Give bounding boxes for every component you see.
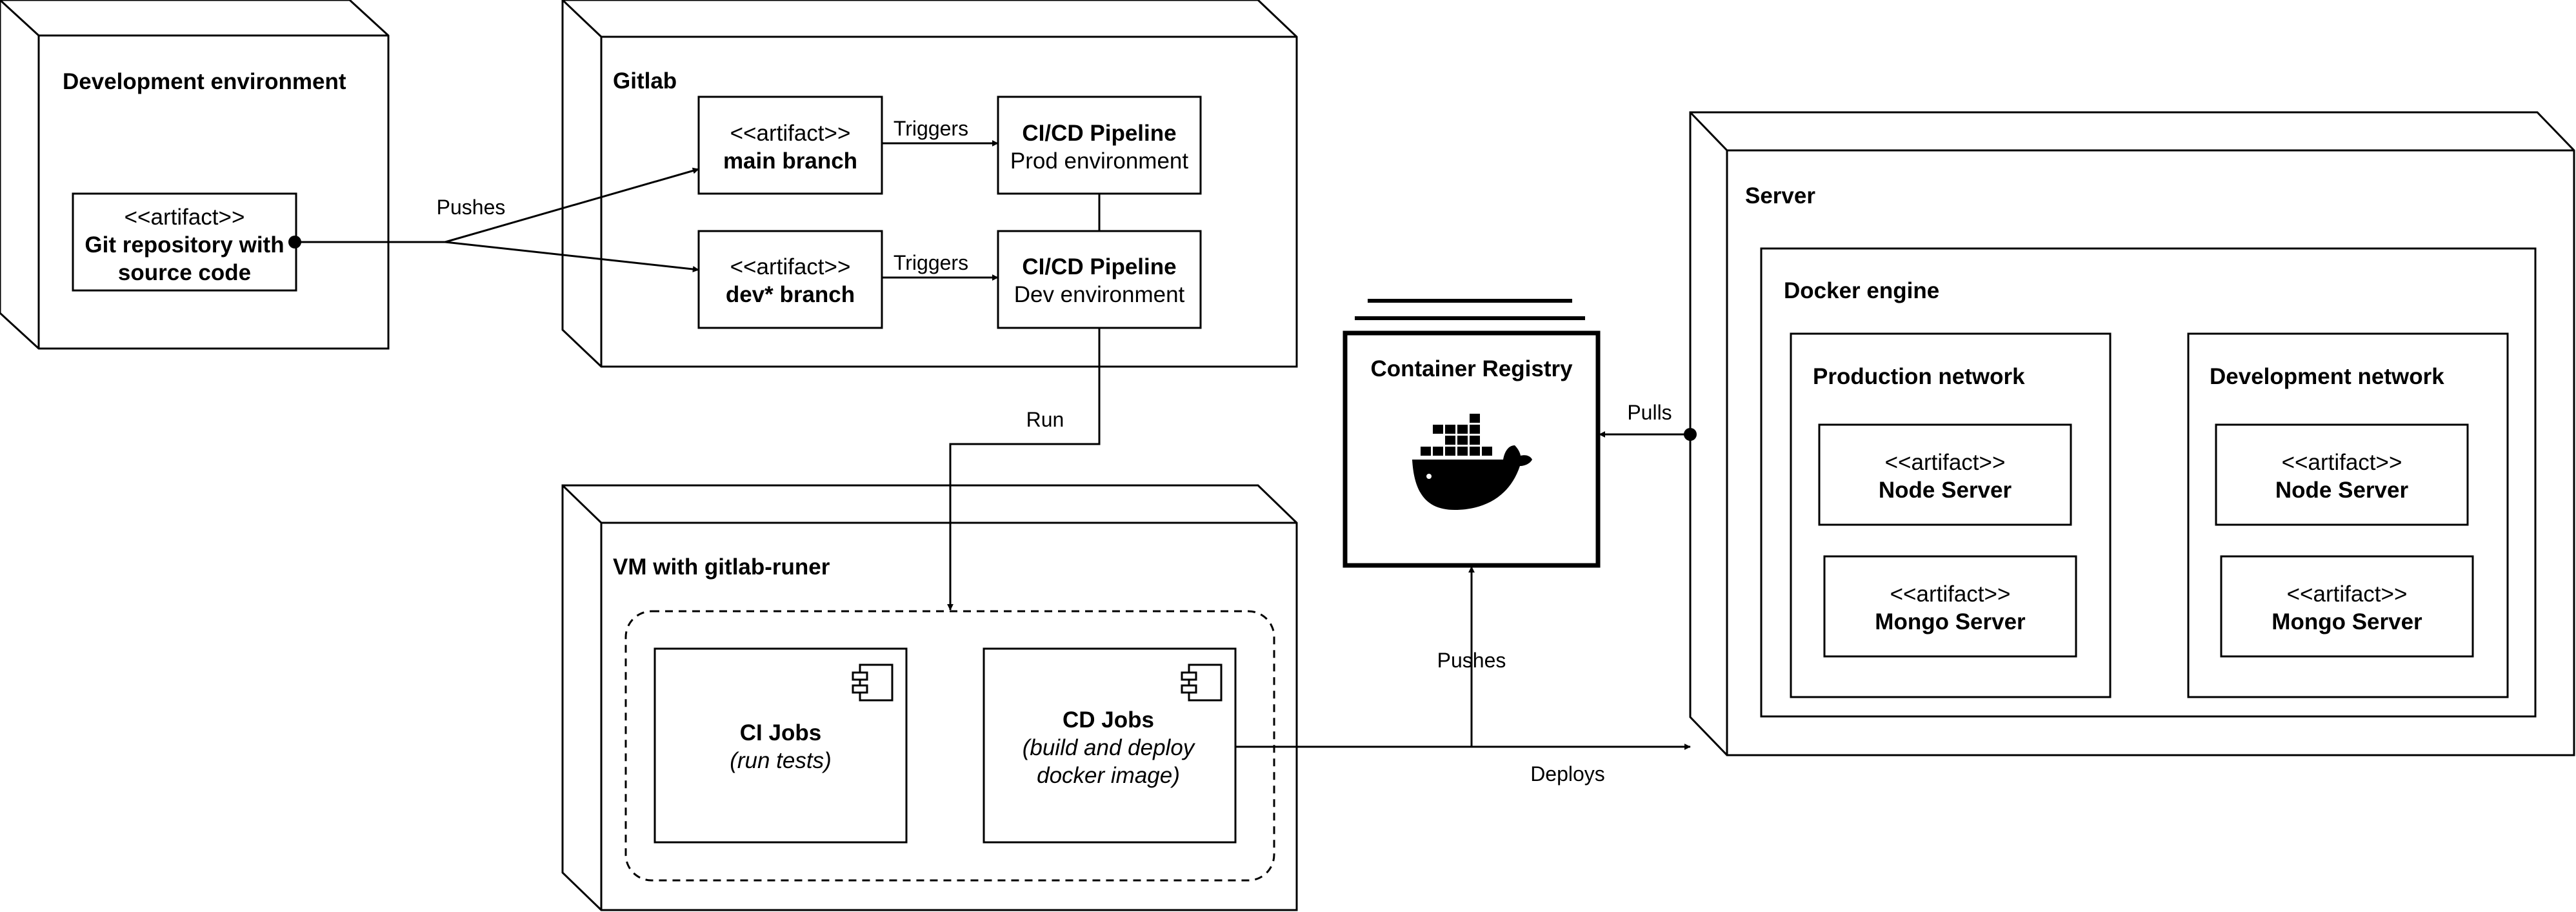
artifact-mongo-server-dev[interactable]: <<artifact>> Mongo Server: [2220, 555, 2474, 658]
artifact-stereotype: <<artifact>>: [1885, 450, 2006, 475]
artifact-stereotype: <<artifact>>: [730, 121, 851, 146]
production-network-title: Production network: [1813, 364, 2025, 389]
node-gitlab[interactable]: Gitlab <<artifact>> main branch <<artifa…: [561, 0, 1298, 368]
docker-engine-title: Docker engine: [1784, 278, 1939, 303]
pipeline-prod[interactable]: CI/CD Pipeline Prod environment: [997, 96, 1202, 195]
artifact-stereotype: <<artifact>>: [2287, 582, 2408, 607]
artifact-dev-branch[interactable]: <<artifact>> dev* branch: [697, 230, 883, 329]
docker-engine[interactable]: Docker engine Production network <<artif…: [1760, 247, 2537, 718]
mongo-server-label: Mongo Server: [2271, 609, 2422, 634]
node-server-label: Node Server: [2275, 478, 2409, 503]
edge-pushes-to-registry[interactable]: Pushes: [1437, 566, 1506, 747]
docker-whale-icon: [1412, 414, 1532, 510]
edge-label-run: Run: [1026, 408, 1064, 431]
component-icon: [1181, 664, 1223, 702]
node-server-label: Node Server: [1879, 478, 2012, 503]
edge-label-pulls: Pulls: [1627, 401, 1672, 424]
edge-deploys[interactable]: Deploys: [1235, 744, 1691, 785]
edge-pushes-to-gitlab[interactable]: Pushes: [288, 167, 699, 272]
edge-run[interactable]: Run: [947, 328, 1101, 611]
artifact-name-line2: source code: [118, 260, 251, 285]
artifact-main-branch[interactable]: <<artifact>> main branch: [697, 96, 883, 195]
component-cd-jobs[interactable]: CD Jobs (build and deploy docker image): [983, 647, 1237, 844]
production-network[interactable]: Production network <<artifact>> Node Ser…: [1790, 332, 2112, 698]
artifact-stereotype: <<artifact>>: [730, 254, 851, 279]
edge-pulls[interactable]: Pulls: [1599, 401, 1697, 441]
node-server[interactable]: Server Docker engine Production network …: [1689, 111, 2575, 756]
dev-branch-label: dev* branch: [726, 282, 855, 307]
ci-jobs-sub: (run tests): [730, 748, 832, 773]
edge-label-pushes: Pushes: [1437, 649, 1506, 672]
ci-jobs-title: CI Jobs: [740, 720, 821, 745]
edge-triggers-dev[interactable]: Triggers: [882, 251, 999, 281]
dev-environment-title: Development environment: [63, 69, 346, 94]
component-ci-jobs[interactable]: CI Jobs (run tests): [654, 647, 908, 844]
development-network[interactable]: Development network <<artifact>> Node Se…: [2187, 332, 2509, 698]
artifact-git-repository[interactable]: <<artifact>> Git repository with source …: [72, 192, 297, 292]
pipeline-dev[interactable]: CI/CD Pipeline Dev environment: [997, 230, 1202, 329]
pipeline-dev-sub: Dev environment: [1014, 282, 1185, 307]
registry-title: Container Registry: [1370, 356, 1573, 381]
edge-label-triggers: Triggers: [894, 117, 968, 140]
cd-jobs-sub2: docker image): [1037, 763, 1180, 788]
cd-jobs-title: CD Jobs: [1063, 707, 1154, 733]
main-branch-label: main branch: [723, 148, 857, 174]
pipeline-prod-title: CI/CD Pipeline: [1022, 121, 1176, 146]
vm-title: VM with gitlab-runer: [613, 554, 830, 580]
pipeline-prod-sub: Prod environment: [1010, 148, 1189, 174]
edge-label-deploys: Deploys: [1530, 762, 1605, 785]
mongo-server-label: Mongo Server: [1875, 609, 2026, 634]
artifact-node-server-prod[interactable]: <<artifact>> Node Server: [1818, 423, 2072, 526]
edge-label-triggers: Triggers: [894, 251, 968, 274]
artifact-node-server-dev[interactable]: <<artifact>> Node Server: [2215, 423, 2469, 526]
node-vm[interactable]: VM with gitlab-runer CI Jobs (run tests)…: [561, 484, 1298, 911]
artifact-stereotype: <<artifact>>: [1890, 582, 2011, 607]
gitlab-title: Gitlab: [613, 68, 677, 94]
edge-triggers-main[interactable]: Triggers: [882, 117, 999, 147]
development-network-title: Development network: [2210, 364, 2444, 389]
artifact-mongo-server-prod[interactable]: <<artifact>> Mongo Server: [1823, 555, 2077, 658]
cd-jobs-sub1: (build and deploy: [1023, 735, 1196, 760]
server-title: Server: [1745, 183, 1815, 208]
edge-label-pushes: Pushes: [437, 196, 506, 219]
artifact-stereotype: <<artifact>>: [125, 205, 245, 230]
component-icon: [852, 664, 894, 702]
artifact-stereotype: <<artifact>>: [2282, 450, 2402, 475]
container-registry[interactable]: Container Registry: [1343, 299, 1601, 568]
pipeline-dev-title: CI/CD Pipeline: [1022, 254, 1176, 279]
node-dev-environment[interactable]: Development environment <<artifact>> Git…: [0, 0, 390, 350]
artifact-name-line1: Git repository with: [85, 232, 284, 258]
